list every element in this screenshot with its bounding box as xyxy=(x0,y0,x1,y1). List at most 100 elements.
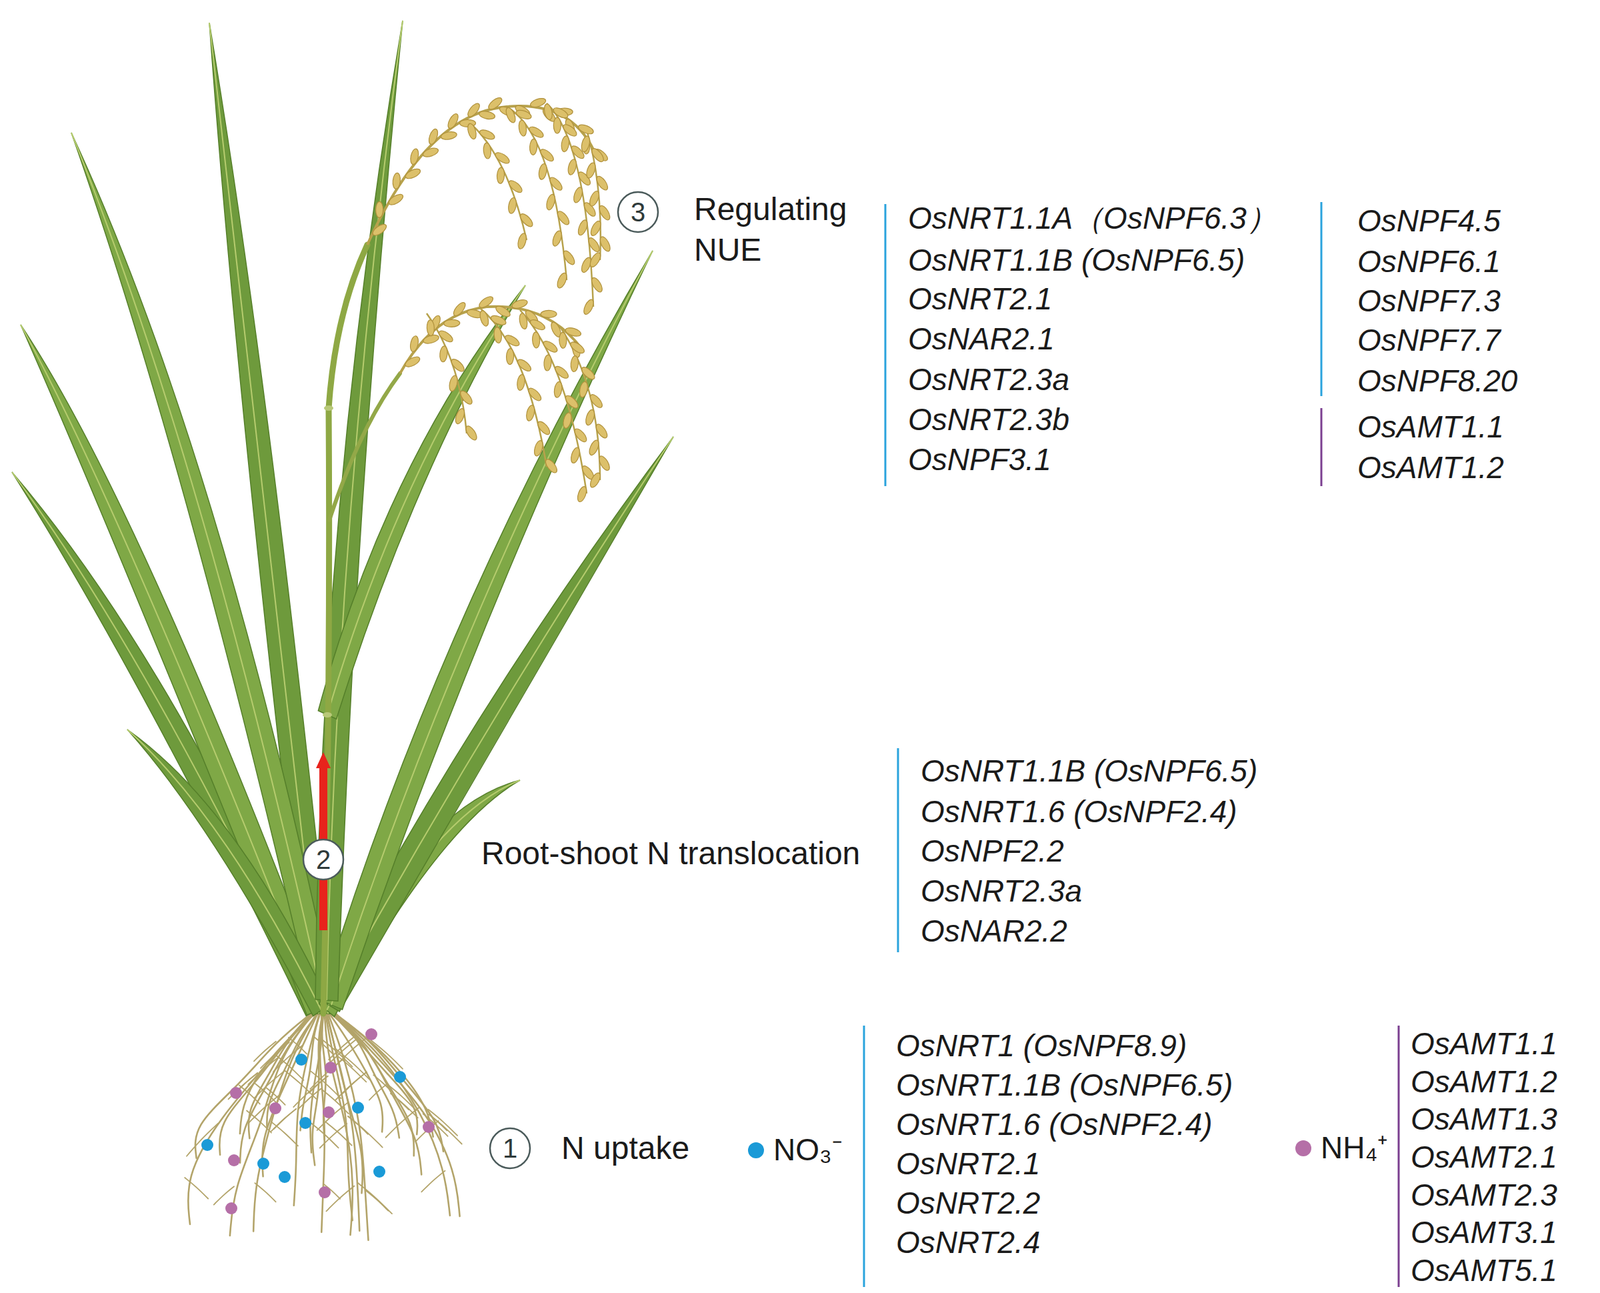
ion-dot xyxy=(324,1061,337,1074)
panicle-branch xyxy=(520,310,587,494)
root-line xyxy=(254,1041,276,1062)
rice-grain xyxy=(518,120,528,137)
rice-grain xyxy=(404,166,422,180)
rice-grain xyxy=(409,335,420,353)
step-circle: 1 xyxy=(488,1126,532,1170)
rice-grain xyxy=(387,192,405,207)
rice-grain xyxy=(532,439,545,457)
gene-name: OsNRT2.3b xyxy=(908,402,1070,437)
gene-name: OsAMT1.1 xyxy=(1357,410,1504,444)
rice-grain xyxy=(376,201,384,218)
rice-grain xyxy=(542,338,560,354)
rice-grain xyxy=(529,138,538,156)
ion-dot xyxy=(422,1120,435,1133)
rice-grain xyxy=(553,117,561,134)
rice-grain xyxy=(427,128,440,146)
ion-dot xyxy=(201,1138,214,1151)
rice-grain xyxy=(561,248,577,266)
root-line xyxy=(186,1123,218,1156)
rice-grain xyxy=(510,298,528,310)
legend-swatch xyxy=(748,1142,764,1158)
root-line xyxy=(328,1036,354,1060)
rice-grain xyxy=(528,318,546,332)
leaf-blade xyxy=(71,132,334,1004)
rice-grain xyxy=(561,122,579,139)
root-line xyxy=(253,1012,318,1231)
rice-grain xyxy=(489,314,507,328)
rice-grain xyxy=(518,312,528,330)
section-label: N uptake xyxy=(561,1128,690,1169)
rice-grain xyxy=(597,204,612,222)
rice-grain xyxy=(404,354,422,369)
circle-shape xyxy=(490,1128,530,1168)
rice-grain xyxy=(482,142,492,160)
stem-node xyxy=(324,405,334,411)
panicle-branch xyxy=(466,120,527,240)
rice-grain xyxy=(555,271,568,289)
rice-grain xyxy=(516,374,526,391)
rice-grain xyxy=(578,380,590,398)
bracket-line xyxy=(884,204,887,486)
leaf-blade xyxy=(127,729,330,1016)
rice-grain xyxy=(588,251,603,269)
root-line xyxy=(254,1182,276,1202)
root-line xyxy=(317,1102,348,1130)
gene-name: OsNRT1.1B (OsNPF6.5) xyxy=(896,1068,1233,1102)
root-line xyxy=(335,1072,366,1100)
rice-grain xyxy=(496,167,505,184)
rice-grain xyxy=(493,326,503,344)
gene-name: OsNRT2.1 xyxy=(896,1146,1040,1181)
rice-grain xyxy=(570,355,579,372)
root-line xyxy=(369,1084,388,1100)
root-line xyxy=(214,1186,234,1204)
rice-grain xyxy=(568,340,586,356)
rice-grain xyxy=(576,485,588,503)
leaf xyxy=(318,285,526,719)
bracket-line xyxy=(1320,408,1323,486)
gene-name: OsNRT1.6 (OsNPF2.4) xyxy=(920,794,1238,829)
rice-grain xyxy=(598,235,612,253)
root-line xyxy=(228,1072,258,1099)
gene-name: OsNPF7.7 xyxy=(1357,323,1501,358)
rice-grain xyxy=(426,319,435,336)
rice-grain xyxy=(576,218,590,236)
rice-grain xyxy=(540,310,557,318)
rice-grain xyxy=(548,175,564,192)
root-line xyxy=(310,1057,345,1089)
gene-name: OsNPF3.1 xyxy=(908,442,1052,477)
culm-stem xyxy=(323,244,368,1014)
gene-name: OsAMT1.2 xyxy=(1357,450,1504,485)
rice-grain xyxy=(449,357,466,374)
rice-grain xyxy=(582,298,596,316)
leaf xyxy=(71,132,334,1004)
rice-grain xyxy=(553,381,564,398)
rice-grain xyxy=(516,357,534,374)
rice-grain xyxy=(370,222,388,238)
ion-dot xyxy=(228,1154,240,1166)
rice-grain xyxy=(558,332,567,348)
rice-grain xyxy=(588,392,604,410)
ion-dot xyxy=(318,1186,331,1198)
rice-grain xyxy=(586,236,602,254)
step-circle: 3 xyxy=(616,190,660,234)
leaf-midrib xyxy=(328,436,674,1005)
gene-name: OsNRT1.1A（OsNPF6.3） xyxy=(908,201,1278,236)
gene-name: OsAMT3.1 xyxy=(1410,1215,1558,1250)
rice-grain xyxy=(446,112,460,130)
rice-grain xyxy=(543,103,554,121)
rice-grain xyxy=(518,212,534,229)
callout-number: 1 xyxy=(502,1134,518,1162)
root-line xyxy=(334,1012,460,1216)
gene-name: OsNRT1.6 (OsNPF2.4) xyxy=(896,1107,1213,1142)
gene-name: OsNRT2.1 xyxy=(908,282,1052,316)
rice-grain xyxy=(458,388,475,406)
root-system xyxy=(184,1012,462,1240)
gene-name: OsNRT2.2 xyxy=(896,1186,1040,1220)
rice-grain xyxy=(478,110,496,120)
root-line xyxy=(238,1072,258,1090)
ion-dot xyxy=(278,1170,291,1183)
legend-label: NO₃⁻ xyxy=(773,1131,843,1168)
gene-name: OsNRT2.3a xyxy=(908,362,1070,397)
rice-grain xyxy=(560,135,570,152)
rice-grain xyxy=(594,174,610,192)
